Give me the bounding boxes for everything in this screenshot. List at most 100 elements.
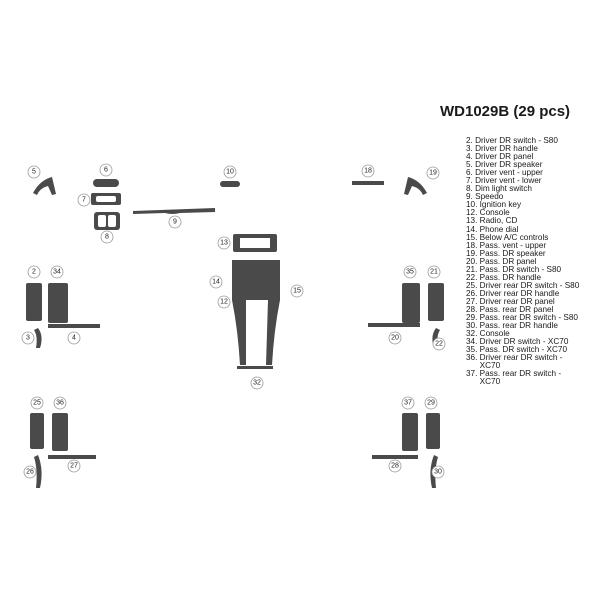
callout-15-label: 15 <box>293 288 301 295</box>
part-18 <box>352 181 384 185</box>
callout-5-label: 5 <box>32 169 36 176</box>
callout-20-label: 20 <box>391 335 399 342</box>
part-34 <box>48 283 68 323</box>
legend-item: 2. Driver DR switch - S80 <box>466 136 558 145</box>
callout-12: 12 <box>217 295 231 309</box>
callout-14-label: 14 <box>212 279 220 286</box>
legend-item: 35. Pass. DR switch - XC70 <box>466 345 568 355</box>
callout-21-label: 21 <box>430 269 438 276</box>
callout-34: 34 <box>50 265 64 279</box>
legend-item: 6. Driver vent - upper <box>466 168 543 178</box>
legend-item: 30. Pass. rear DR handle <box>466 321 558 331</box>
legend-item: 20. Pass. DR panel <box>466 256 537 266</box>
callout-36: 36 <box>53 396 67 410</box>
callout-37-label: 37 <box>404 400 412 407</box>
callout-6: 6 <box>99 163 113 177</box>
diagram-title: WD1029B (29 pcs) <box>440 103 571 120</box>
callout-28-label: 28 <box>391 463 399 470</box>
part-5 <box>33 177 56 195</box>
legend-item: 10. Ignition key <box>466 200 522 210</box>
callout-35: 35 <box>403 265 417 279</box>
callout-25-label: 25 <box>33 400 41 407</box>
callout-27-label: 27 <box>70 463 78 470</box>
part-7-opening <box>96 196 116 202</box>
legend-item: 4. Driver DR panel <box>466 152 534 162</box>
callout-34-label: 34 <box>53 269 61 276</box>
part-8-hole-a <box>98 215 106 227</box>
callout-29: 29 <box>424 396 438 410</box>
callout-13: 13 <box>217 236 231 250</box>
legend-item: 37. Pass. rear DR switch - XC70 <box>466 369 562 387</box>
callout-18-label: 18 <box>364 168 372 175</box>
part-3 <box>34 328 42 348</box>
part-21 <box>428 283 444 321</box>
part-2 <box>26 283 42 321</box>
legend-item: 19. Pass. DR speaker <box>466 248 546 258</box>
legend-item: 26. Driver rear DR handle <box>466 288 560 298</box>
callout-22-label: 22 <box>435 341 443 348</box>
legend-item: 5. Driver DR speaker <box>466 160 543 170</box>
callout-7: 7 <box>77 193 91 207</box>
callout-9: 9 <box>168 215 182 229</box>
part-8 <box>94 212 120 230</box>
part-4 <box>48 324 100 328</box>
legend-item: 22. Pass. DR handle <box>466 272 542 282</box>
callout-8: 8 <box>100 230 114 244</box>
callout-10-label: 10 <box>226 169 234 176</box>
part-12 <box>232 260 280 365</box>
parts-legend: 2. Driver DR switch - S80 3. Driver DR h… <box>466 136 596 387</box>
legend-item: 29. Pass. rear DR switch - S80 <box>466 313 578 323</box>
callout-32: 32 <box>250 376 264 390</box>
callout-8-label: 8 <box>105 234 109 241</box>
callout-3: 3 <box>21 331 35 345</box>
callout-10: 10 <box>223 165 237 179</box>
callout-36-label: 36 <box>56 400 64 407</box>
part-10 <box>220 181 240 187</box>
callout-2: 2 <box>27 265 41 279</box>
callout-19: 19 <box>426 166 440 180</box>
callout-29-label: 29 <box>427 400 435 407</box>
part-8-hole-b <box>108 215 116 227</box>
legend-item: 12. Console <box>466 208 510 218</box>
callout-4-label: 4 <box>72 335 76 342</box>
callout-13-label: 13 <box>220 240 228 247</box>
part-37 <box>402 413 418 451</box>
part-13-opening <box>240 238 270 248</box>
callout-27: 27 <box>67 459 81 473</box>
callout-35-label: 35 <box>406 269 414 276</box>
callout-5: 5 <box>27 165 41 179</box>
callout-32-label: 32 <box>253 380 261 387</box>
legend-item: 28. Pass. rear DR panel <box>466 304 554 314</box>
part-28 <box>372 455 418 459</box>
part-25 <box>30 413 44 449</box>
callout-22: 22 <box>432 337 446 351</box>
callout-20: 20 <box>388 331 402 345</box>
legend-item: 9. Speedo <box>466 192 504 202</box>
part-19 <box>404 177 427 195</box>
legend-item: 14. Phone dial <box>466 224 519 234</box>
callout-26-label: 26 <box>26 469 34 476</box>
callout-7-label: 7 <box>82 197 86 204</box>
part-36 <box>52 413 68 451</box>
legend-item: 13. Radio, CD <box>466 216 518 226</box>
legend-item: 25. Driver rear DR switch - S80 <box>466 280 580 290</box>
legend-item: 8. Dim light switch <box>466 184 532 194</box>
legend-item: 27. Driver rear DR panel <box>466 296 555 306</box>
part-20 <box>368 323 420 327</box>
part-29 <box>426 413 440 449</box>
part-32 <box>237 366 273 369</box>
legend-item: 15. Below A/C controls <box>466 232 549 242</box>
callout-30: 30 <box>431 465 445 479</box>
legend-item: 3. Driver DR handle <box>466 144 538 154</box>
part-26 <box>34 455 42 488</box>
legend-item: 7. Driver vent - lower <box>466 176 542 186</box>
part-35 <box>402 283 420 323</box>
callout-25: 25 <box>30 396 44 410</box>
callout-26: 26 <box>23 465 37 479</box>
legend-item: 21. Pass. DR switch - S80 <box>466 264 562 274</box>
parts <box>26 177 444 488</box>
legend-item: 18. Pass. vent - upper <box>466 240 547 250</box>
callout-28: 28 <box>388 459 402 473</box>
legend-item: 32. Console <box>466 329 510 339</box>
